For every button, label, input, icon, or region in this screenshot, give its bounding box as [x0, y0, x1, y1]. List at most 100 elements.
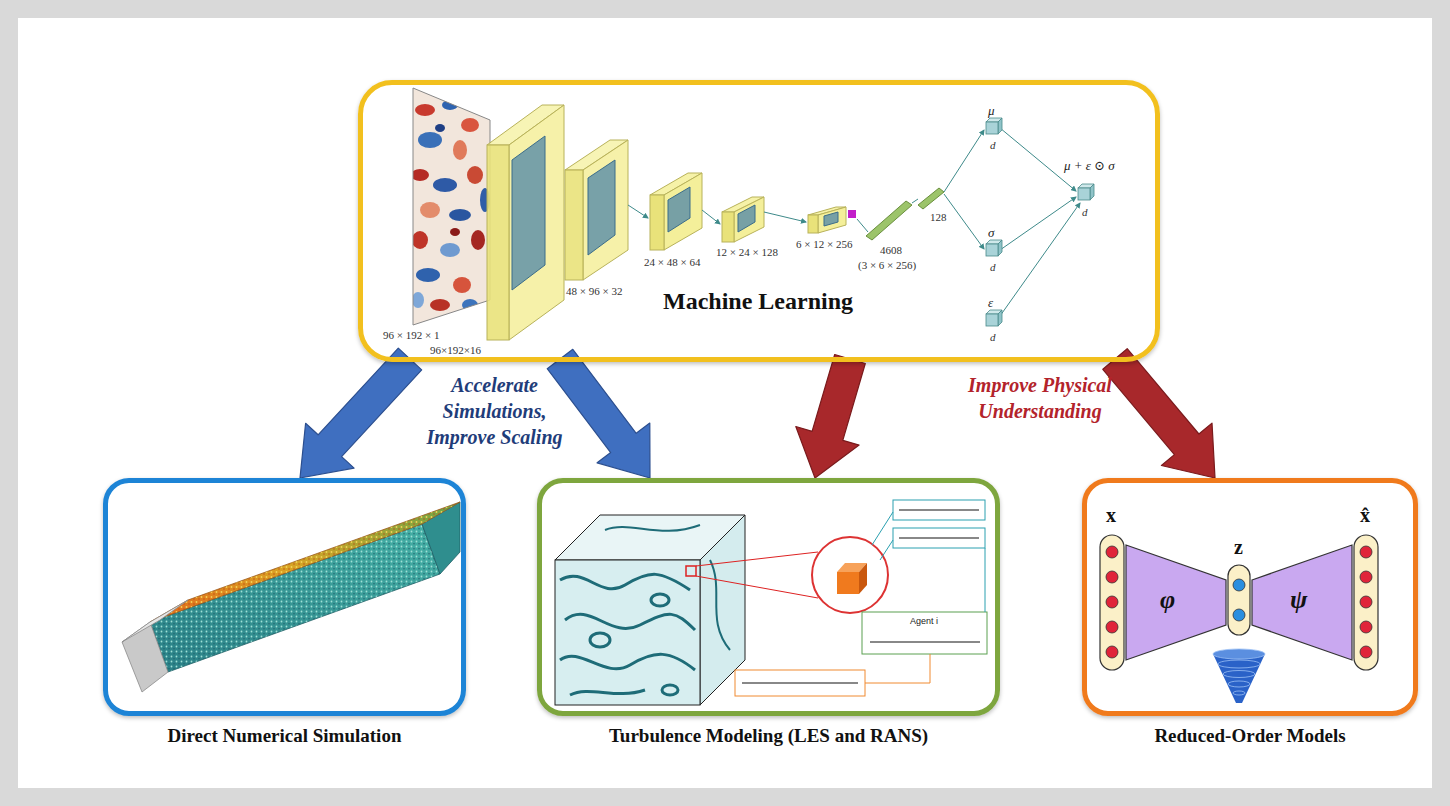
heatmap-blob — [435, 124, 445, 132]
zoom-circle — [812, 537, 888, 613]
conv-block — [509, 105, 564, 340]
conv-block — [650, 195, 664, 250]
latent-cube — [986, 122, 998, 134]
dimension-label: 12 × 24 × 128 — [716, 246, 778, 259]
potential-funnel — [1218, 660, 1260, 668]
conv-kernel — [512, 136, 545, 290]
heatmap-blob — [440, 243, 460, 257]
vortex-texture — [560, 525, 730, 695]
equation-line — [870, 641, 980, 643]
dense-layer — [918, 188, 944, 209]
vortex-streak — [570, 690, 645, 695]
heatmap-blob — [433, 178, 457, 192]
heatmap-blob — [461, 118, 479, 132]
layer-link — [944, 130, 984, 192]
equation-link — [872, 512, 893, 545]
box-caption: Direct Numerical Simulation — [168, 725, 402, 747]
vector-symbol: x̂ — [1360, 503, 1370, 527]
layer-link — [1000, 203, 1080, 316]
vortex-streak — [590, 633, 610, 647]
reward-box — [735, 670, 865, 696]
block-arrow — [547, 349, 650, 478]
input-layer — [1100, 535, 1124, 670]
heatmap-blob — [412, 292, 424, 308]
neuron — [1106, 646, 1118, 658]
layer-link — [944, 194, 984, 249]
equation-line — [742, 682, 858, 684]
vortex-streak — [565, 614, 695, 630]
potential-funnel — [1233, 691, 1245, 695]
layer-link — [857, 219, 868, 232]
conv-block — [808, 215, 818, 233]
heatmap-blob — [418, 132, 442, 148]
probe-cell — [686, 566, 696, 576]
flatten-cell — [848, 210, 856, 218]
dimension-label: 96 × 192 × 1 — [383, 329, 439, 342]
latent-symbol: σ — [988, 225, 994, 241]
arrow-caption: Improve Physical Understanding — [965, 372, 1115, 424]
neuron — [1106, 571, 1118, 583]
zoom-line — [696, 576, 818, 598]
heatmap-blob — [412, 231, 428, 249]
block-arrow — [300, 348, 422, 478]
dimension-label: d — [990, 139, 996, 152]
latent-cube — [986, 314, 998, 326]
neuron — [1106, 596, 1118, 608]
latent-cube — [998, 310, 1002, 326]
layer-link — [1000, 197, 1076, 250]
heatmap-frame — [413, 88, 490, 325]
les-cube — [555, 560, 700, 705]
box-caption: Turbulence Modeling (LES and RANS) — [609, 725, 928, 747]
ml-panel: Machine Learning — [358, 80, 1160, 362]
conv-block — [664, 173, 702, 250]
equation-box — [893, 500, 985, 520]
heatmap-blob — [453, 277, 471, 293]
heatmap-blob — [467, 166, 483, 184]
vortex-streak — [560, 574, 690, 590]
conv-kernel — [738, 205, 755, 232]
heatmap-blob — [471, 230, 485, 250]
dimension-label: d — [990, 331, 996, 344]
map-symbol: ψ — [1290, 584, 1307, 615]
potential-funnel — [1213, 649, 1265, 659]
dimension-label: d — [990, 261, 996, 274]
dense-layer — [866, 201, 912, 240]
vortex-streak — [605, 525, 700, 531]
dimension-label: 48 × 96 × 32 — [566, 285, 622, 298]
agent-box — [862, 612, 987, 654]
vortex-streak — [651, 594, 669, 606]
latent-cube — [998, 118, 1002, 134]
output-layer — [1354, 535, 1378, 670]
dns-slab-top — [150, 502, 460, 622]
latent-cube — [986, 118, 1094, 326]
vector-symbol: x — [1106, 503, 1116, 527]
neuron — [1106, 621, 1118, 633]
neuron — [1360, 646, 1372, 658]
agent-cube — [859, 563, 867, 594]
conv-block — [722, 212, 734, 242]
application-box: Turbulence Modeling (LES and RANS) — [537, 478, 1000, 716]
dimension-label: 24 × 48 × 64 — [644, 256, 700, 269]
equation-line — [899, 537, 979, 539]
neuron — [1233, 609, 1245, 621]
neuron — [1360, 596, 1372, 608]
latent-cube — [986, 244, 998, 256]
equation-box — [893, 528, 985, 548]
latent-symbol: μ + ε ⊙ σ — [1064, 158, 1115, 174]
layer-link — [912, 199, 918, 203]
agent-cube — [837, 572, 859, 594]
heatmap-blob — [411, 169, 429, 181]
potential-funnel — [1228, 681, 1250, 687]
vortex-streak — [662, 685, 678, 695]
box-title: Machine Learning — [663, 288, 853, 316]
neuron — [1106, 546, 1118, 558]
heatmap-ground — [405, 85, 495, 330]
zoom-line — [696, 552, 818, 566]
heatmap-blob — [450, 228, 460, 236]
equation-line — [899, 509, 979, 511]
vortex-streak — [710, 560, 730, 650]
dimension-label: d — [1082, 206, 1088, 219]
dimension-label: (3 × 6 × 256) — [858, 259, 916, 272]
